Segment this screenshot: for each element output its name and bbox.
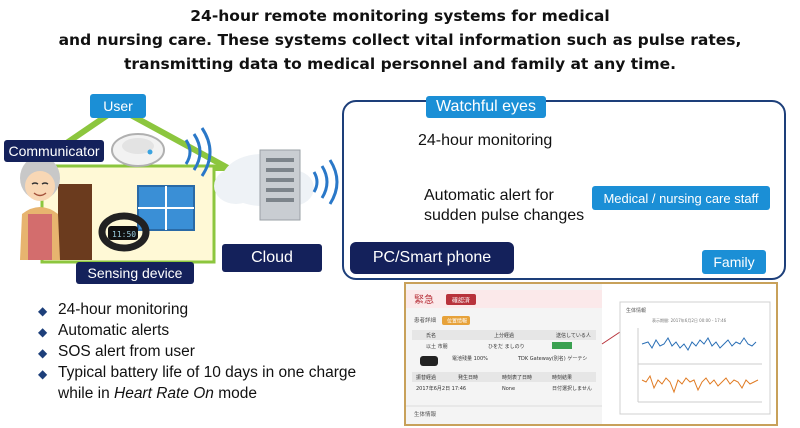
screenshot-chart-title: 生体情報 [626, 307, 646, 314]
diamond-bullet-icon: ◆ [38, 346, 48, 360]
screenshot-header: 緊急 [414, 293, 434, 306]
svg-text:以土 市朋: 以土 市朋 [426, 343, 448, 350]
screenshot-section-1: 患者詳細 [414, 316, 437, 324]
list-item: ◆Automatic alerts [38, 321, 356, 342]
svg-text:ひをだ ましのり: ひをだ ましのり [488, 343, 525, 350]
signal-waves-icon [184, 127, 212, 177]
svg-text:時刻表了日時: 時刻表了日時 [502, 374, 532, 381]
svg-text:電池残量 100%: 電池残量 100% [452, 355, 488, 362]
svg-text:送信している人: 送信している人 [556, 332, 591, 339]
screenshot-chart-subtitle: 表示期間: 2017年6月2日 00:00 - 17:46 [652, 317, 727, 323]
alert-text: Automatic alert for sudden pulse changes [424, 186, 584, 226]
cloud-icon [214, 149, 314, 221]
family-label: Family [702, 250, 766, 274]
elderly-user-icon [20, 156, 60, 260]
user-label: User [90, 94, 146, 118]
diamond-bullet-icon: ◆ [38, 304, 48, 318]
title-line-3: transmitting data to medical personnel a… [123, 55, 676, 73]
title-line-2: and nursing care. These systems collect … [58, 31, 742, 49]
monitoring-text: 24-hour monitoring [418, 132, 553, 149]
list-item: ◆Typical battery life of 10 days in one … [38, 363, 356, 384]
svg-text:振替経過: 振替経過 [416, 374, 436, 381]
alert-text-line-2: sudden pulse changes [424, 207, 585, 224]
list-item-continuation: while in Heart Rate On mode [58, 385, 258, 402]
title-line-1: 24-hour remote monitoring systems for me… [190, 7, 610, 25]
watchful-eyes-label: Watchful eyes [426, 96, 546, 118]
svg-text:氏名: 氏名 [426, 332, 436, 339]
screenshot-header-button: 確認済 [452, 297, 470, 305]
svg-text:TDK Gateway(別名) ゲーテシ: TDK Gateway(別名) ゲーテシ [517, 355, 587, 362]
diamond-bullet-icon: ◆ [38, 367, 48, 381]
screenshot-section-1-button: 位置情報 [447, 318, 467, 325]
svg-text:2017年6月2日 17:46: 2017年6月2日 17:46 [416, 385, 466, 392]
communicator-label: Communicator [4, 140, 104, 162]
medical-staff-label: Medical / nursing care staff [592, 186, 770, 210]
svg-text:発生日時: 発生日時 [458, 374, 478, 381]
series-orange [641, 374, 759, 394]
cloud-label: Cloud [222, 244, 322, 272]
series-blue [641, 337, 757, 351]
diamond-bullet-icon: ◆ [38, 325, 48, 339]
svg-text:上分経過: 上分経過 [494, 332, 514, 339]
app-screenshot: 緊急 確認済 患者詳細 位置情報 氏名 上分経過 送信している人 以土 市朋 ひ… [404, 282, 778, 426]
screenshot-footer: 生体情報 [414, 410, 437, 418]
svg-text:11:50: 11:50 [112, 230, 136, 239]
communicator-device-icon [111, 133, 165, 167]
list-item: ◆24-hour monitoring [38, 300, 356, 321]
cloud-signal-icon [312, 159, 339, 205]
svg-text:None: None [502, 386, 515, 392]
app-screenshot-canvas: 緊急 確認済 患者詳細 位置情報 氏名 上分経過 送信している人 以土 市朋 ひ… [406, 284, 771, 424]
page-title: 24-hour remote monitoring systems for me… [0, 4, 800, 76]
alert-text-line-1: Automatic alert for [424, 187, 554, 204]
feature-list: ◆24-hour monitoring ◆Automatic alerts ◆S… [38, 300, 356, 403]
wristband-icon: 11:50 [98, 212, 150, 252]
sensing-device-label: Sensing device [76, 262, 194, 284]
list-item: ◆SOS alert from user [38, 342, 356, 363]
svg-text:日付選択しません: 日付選択しません [552, 385, 592, 392]
svg-text:時刻結果: 時刻結果 [552, 374, 572, 381]
pc-smartphone-label: PC/Smart phone [350, 242, 514, 274]
